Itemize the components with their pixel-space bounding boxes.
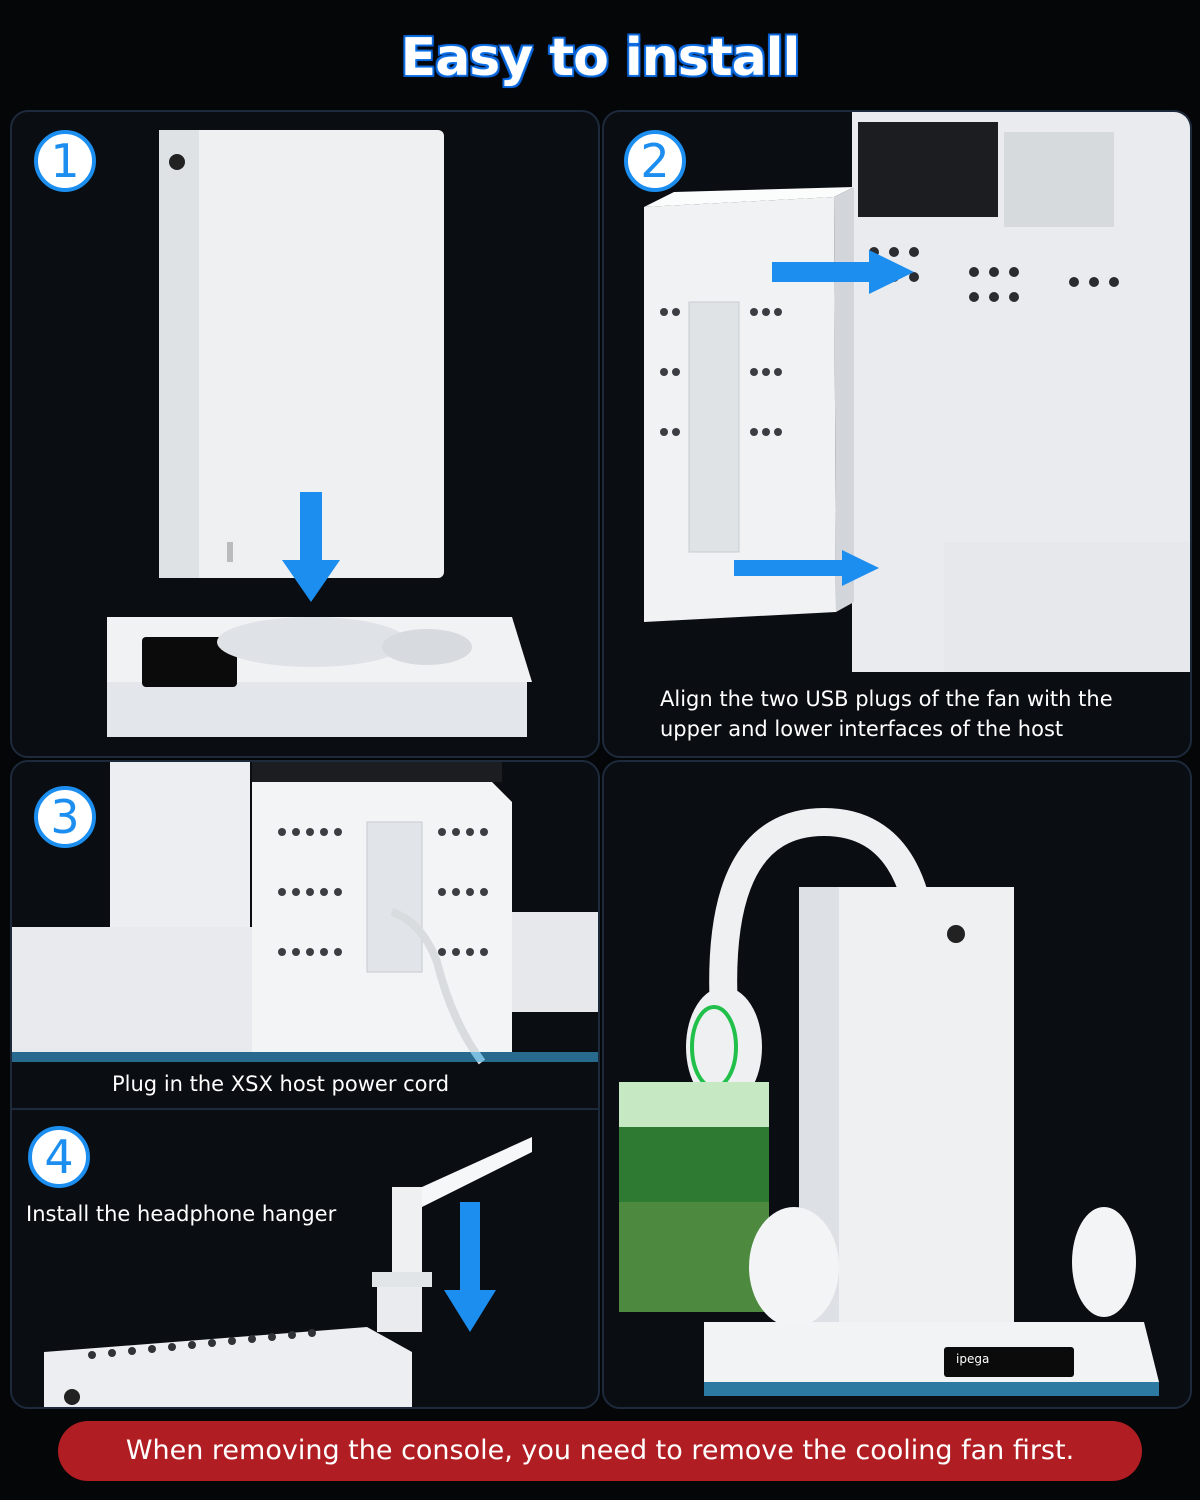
brand-label: ipega: [956, 1352, 990, 1366]
finished-setup-illustration: [619, 807, 1159, 1396]
step-2-caption-line-2: upper and lower interfaces of the host: [660, 717, 1064, 741]
step-3-panel: 3 Plug in the XSX host power cord 4 Inst…: [10, 760, 600, 1409]
step-4-caption: Install the headphone hanger: [26, 1202, 337, 1226]
step-divider: [12, 1108, 598, 1110]
step-2-badge: 2: [624, 130, 686, 192]
step-3-badge: 3: [34, 786, 96, 848]
page-title: Easy to install: [400, 28, 801, 88]
step-4-badge: 4: [28, 1126, 90, 1188]
step-3-caption: Plug in the XSX host power cord: [112, 1072, 450, 1096]
step-4-illustration: [44, 1137, 532, 1407]
step-1-panel: 1: [10, 110, 600, 758]
step-2-illustration: [644, 112, 1190, 672]
step-2-panel: 2 Align the two USB plugs of th: [602, 110, 1192, 758]
step-1-illustration: [107, 130, 532, 737]
removal-warning-banner: When removing the console, you need to r…: [58, 1421, 1142, 1481]
finished-setup-panel: ipega: [602, 760, 1192, 1409]
step-3-illustration: [12, 762, 598, 1065]
step-1-badge: 1: [34, 130, 96, 192]
step-2-caption-line-1: Align the two USB plugs of the fan with …: [660, 687, 1113, 711]
